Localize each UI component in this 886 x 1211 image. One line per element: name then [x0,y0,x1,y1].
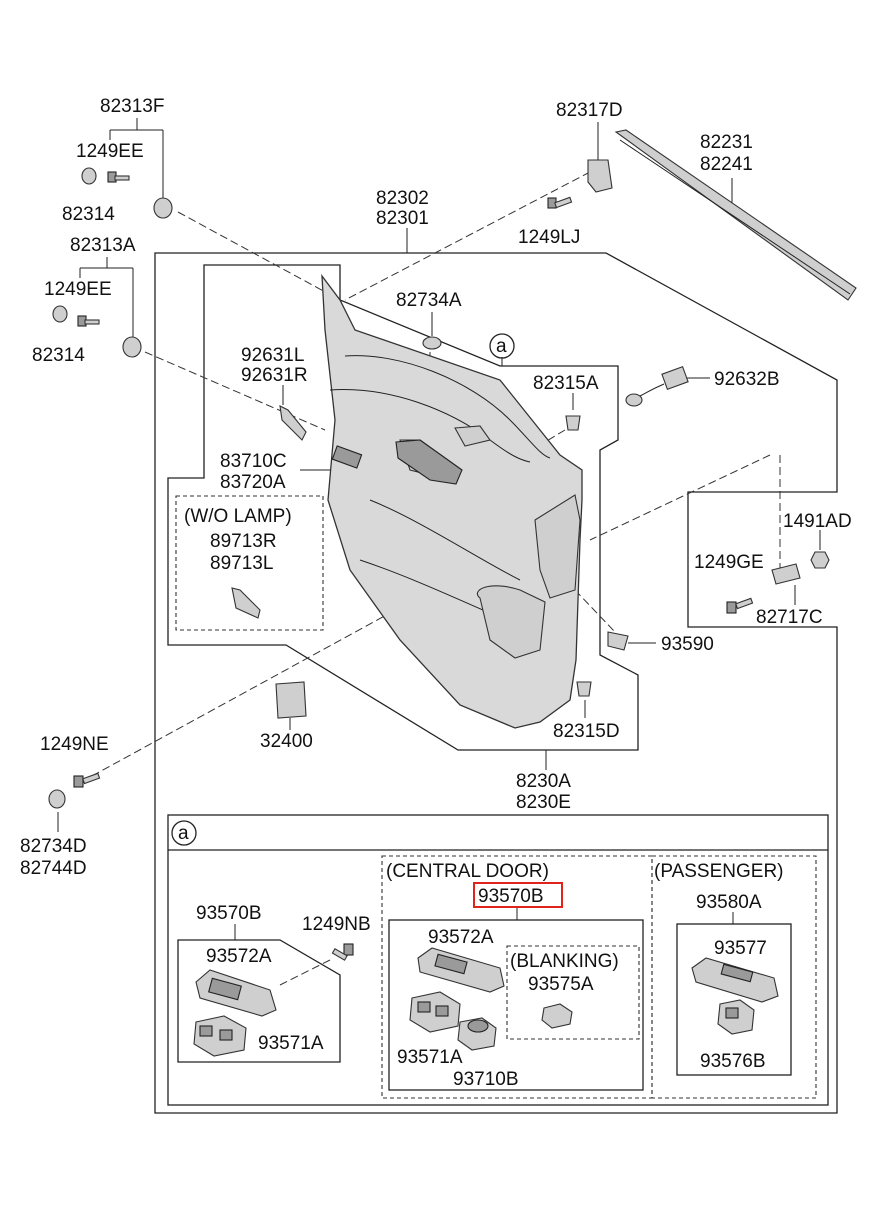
label-82314-bottom: 82314 [32,345,85,366]
label-82313f: 82313F [100,96,164,117]
detail-a-circle [171,820,197,846]
blanking-box [506,945,640,1040]
nut-1491ad [810,551,830,569]
label-83710c: 83710C [220,451,287,472]
label-1249ee-top: 1249EE [76,141,144,162]
washer-82314-bottom [52,305,68,323]
clip-82315a [565,415,581,431]
label-93570b-highlighted: 93570B [478,886,544,907]
wo-lamp-box [175,495,324,631]
ref-a-circle [489,333,515,359]
label-93572a-central: 93572A [428,927,494,948]
label-82301: 82301 [376,208,429,229]
label-32400: 32400 [260,731,313,752]
label-92631l: 92631L [241,345,304,366]
screw-1249lj [547,196,573,209]
pad-32400 [275,681,307,719]
label-93571a-driver: 93571A [258,1033,324,1054]
plug-82734a [422,336,442,350]
central-switch-frame [388,919,644,1091]
lamp-92632b [625,366,689,407]
label-82231: 82231 [700,132,753,153]
highlight-93570b [473,882,563,908]
lamp-cover-92631 [279,405,307,441]
label-82734a: 82734A [396,290,462,311]
central-door-box [381,855,653,1099]
grommet-82313f [153,197,173,219]
screw-1249ne [73,772,101,788]
label-1249ee-bottom: 1249EE [44,279,112,300]
label-93572a-driver: 93572A [206,946,272,967]
label-92632b: 92632B [714,369,780,390]
label-93571a-central: 93571A [397,1047,463,1068]
label-1491ad: 1491AD [783,511,852,532]
label-82734d: 82734D [20,836,87,857]
label-ref-a: a [496,336,507,357]
label-82315d: 82315D [553,721,620,742]
label-1249ne: 1249NE [40,734,109,755]
label-93710b: 93710B [453,1069,519,1090]
label-82744d: 82744D [20,858,87,879]
handle-83710c [395,439,463,485]
label-wo-lamp: (W/O LAMP) [184,506,292,527]
plug-82734d [48,789,66,809]
clip-93590 [607,631,629,651]
switch-93577 [691,957,779,1003]
label-89713r: 89713R [210,531,277,552]
clip-near-83710c [331,445,363,469]
label-82317d: 82317D [556,100,623,121]
label-1249ge: 1249GE [694,552,764,573]
label-92631r: 92631R [241,365,308,386]
part-labels: 82313F 1249EE 82314 82313A 1249EE 82314 … [20,96,852,1090]
grommet-82313a [122,336,142,358]
switch-93576b [717,999,755,1035]
switch-93572a-driver [195,969,277,1017]
bracket-82717c [771,563,801,585]
switch-93571a-central [409,991,461,1033]
label-8230a: 8230A [516,771,571,792]
label-93580a: 93580A [696,892,762,913]
label-1249nb: 1249NB [302,914,371,935]
bracket-82317d [587,159,613,193]
label-93577: 93577 [714,938,767,959]
lamp-cover-89713 [231,587,261,619]
driver-switch-frame [177,939,341,1063]
label-82717c: 82717C [756,607,823,628]
label-central-door: (CENTRAL DOOR) [386,861,549,882]
clip-82315d [576,681,592,697]
main-frame [154,252,838,1114]
label-8230e: 8230E [516,792,571,813]
label-blanking: (BLANKING) [510,951,619,972]
blank-93575a [541,1003,573,1029]
label-passenger: (PASSENGER) [654,861,784,882]
label-93575a: 93575A [528,974,594,995]
label-82302: 82302 [376,188,429,209]
panel-assembly-frame [167,264,639,751]
washer-82314-top [81,167,97,185]
passenger-switch-frame [676,923,792,1076]
label-82313a: 82313A [70,235,136,256]
label-83720a: 83720A [220,472,286,493]
switch-93572a-central [417,947,505,993]
door-trim-panel-8230a [321,273,583,729]
label-1249lj: 1249LJ [518,227,580,248]
switch-93710b [457,1017,497,1051]
screw-1249nb [331,943,354,961]
label-93590: 93590 [661,634,714,655]
screw-1249ee-top [107,171,130,183]
label-89713l: 89713L [210,553,273,574]
label-detail-a: a [178,823,189,844]
screw-1249ee-bottom [77,315,100,327]
label-82241: 82241 [700,154,753,175]
label-93576b: 93576B [700,1051,766,1072]
switch-93571a-driver [193,1015,247,1057]
screw-1249ge [726,597,754,614]
fasteners [48,167,830,961]
label-93570b: 93570B [196,903,262,924]
label-82314-top: 82314 [62,204,115,225]
label-82315a: 82315A [533,373,599,394]
detail-a-box [167,814,829,1106]
